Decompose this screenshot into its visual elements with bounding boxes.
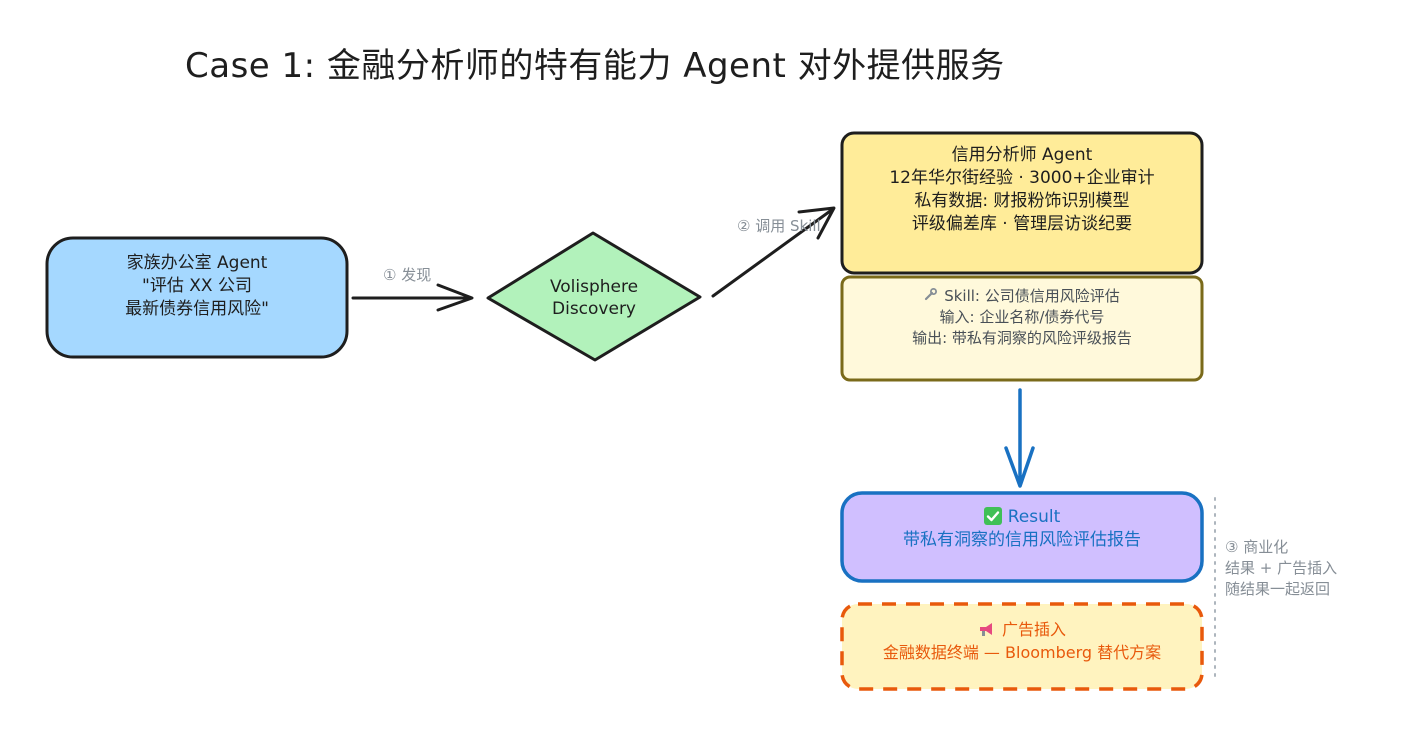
discovery-line2: Discovery <box>552 299 636 319</box>
result-node[interactable] <box>840 491 1204 583</box>
skill-node[interactable] <box>840 275 1204 382</box>
ad-text: 广告插入 金融数据终端 — Bloomberg 替代方案 <box>842 618 1202 664</box>
commercial-note-line1: ③ 商业化 <box>1225 538 1289 556</box>
family-office-text: 家族办公室 Agent "评估 XX 公司 最新债券信用风险" <box>47 252 347 321</box>
check-icon <box>983 506 1002 529</box>
ad-line2: 金融数据终端 — Bloomberg 替代方案 <box>882 643 1162 662</box>
megaphone-icon <box>978 618 996 641</box>
discover-arrow <box>351 283 474 312</box>
discovery-node[interactable] <box>486 231 702 362</box>
result-text: Result 带私有洞察的信用风险评估报告 <box>842 506 1202 552</box>
discovery-text: Volisphere Discovery <box>535 276 653 320</box>
analyst-line3: 私有数据: 财报粉饰识别模型 <box>914 191 1130 211</box>
family-office-node[interactable] <box>45 236 349 359</box>
commercial-note: ③ 商业化 结果 + 广告插入 随结果一起返回 <box>1225 537 1337 600</box>
analyst-line4: 评级偏差库 · 管理层访谈纪要 <box>911 214 1133 234</box>
invoke-arrow <box>711 206 836 298</box>
result-arrow <box>1004 388 1035 488</box>
analyst-line1: 信用分析师 Agent <box>951 145 1093 165</box>
discover-label: ① 发现 <box>383 266 432 284</box>
family-office-line1: 家族办公室 Agent <box>126 253 268 273</box>
analyst-node[interactable] <box>840 131 1204 275</box>
commercial-note-line3: 随结果一起返回 <box>1225 580 1331 598</box>
family-office-line3: 最新债券信用风险" <box>125 299 269 319</box>
discovery-line1: Volisphere <box>549 277 639 297</box>
page-title: Case 1: 金融分析师的特有能力 Agent 对外提供服务 <box>185 46 1005 86</box>
wrench-icon <box>924 286 938 307</box>
commercial-note-line2: 结果 + 广告插入 <box>1225 559 1338 577</box>
skill-line2: 输入: 企业名称/债券代号 <box>939 308 1105 326</box>
skill-text: Skill: 公司债信用风险评估 输入: 企业名称/债券代号 输出: 带私有洞察… <box>842 286 1202 349</box>
result-line1: Result <box>1007 507 1061 527</box>
ad-node[interactable] <box>840 602 1204 691</box>
analyst-text: 信用分析师 Agent 12年华尔街经验 · 3000+企业审计 私有数据: 财… <box>842 144 1202 236</box>
skill-line1: Skill: 公司债信用风险评估 <box>944 287 1120 305</box>
ad-line1: 广告插入 <box>1001 620 1066 639</box>
analyst-line2: 12年华尔街经验 · 3000+企业审计 <box>889 168 1155 188</box>
skill-line3: 输出: 带私有洞察的风险评级报告 <box>912 329 1132 347</box>
family-office-line2: "评估 XX 公司 <box>142 276 252 296</box>
result-line2: 带私有洞察的信用风险评估报告 <box>903 530 1141 550</box>
invoke-label: ② 调用 Skill <box>737 217 821 235</box>
